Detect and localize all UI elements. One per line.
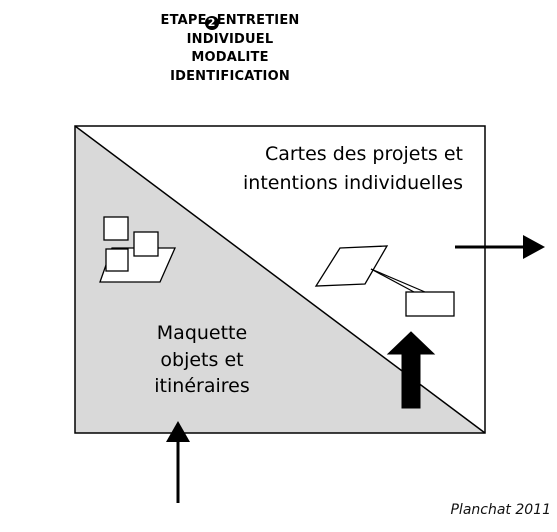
map-callout-box	[405, 291, 455, 317]
maquette-label-line-1: Maquette	[156, 322, 248, 344]
cartes-map-icon	[314, 245, 455, 317]
map-callout-line-1	[370, 268, 415, 293]
title-entretien: ENTRETIEN	[216, 13, 300, 28]
cartes-label-line-1: Cartes des projets et	[264, 143, 463, 165]
maquette-model-icon	[99, 216, 176, 283]
maquette-label-line-3: itinéraires	[154, 375, 250, 397]
model-block-3	[105, 248, 129, 272]
diagram-title: ETAPE2ENTRETIEN INDIVIDUEL MODALITE IDEN…	[0, 12, 460, 86]
diagram-frame	[74, 125, 486, 434]
model-block-1	[103, 216, 129, 241]
right-output-arrow	[455, 235, 545, 259]
map-callout-line-2	[370, 268, 426, 293]
cartes-label-line-2: intentions individuelles	[243, 172, 463, 194]
maquette-label-line-2: objets et	[160, 348, 244, 371]
map-sheet	[314, 245, 389, 287]
title-line-1: ETAPE2ENTRETIEN	[0, 12, 460, 31]
title-line-4: IDENTIFICATION	[170, 68, 290, 84]
maquette-label: Maquette objets et itinéraires	[132, 320, 272, 400]
title-etape: ETAPE	[160, 13, 207, 28]
title-line-2: INDIVIDUEL	[186, 31, 274, 47]
thick-up-arrow	[386, 331, 436, 409]
title-line-3: MODALITE	[191, 50, 269, 65]
step-number-badge: 2	[204, 16, 219, 30]
cartes-label: Cartes des projets et intentions individ…	[243, 140, 463, 198]
bottom-input-arrow	[166, 421, 190, 503]
model-block-2	[133, 231, 159, 257]
author-credit: Planchat 2011	[450, 502, 551, 518]
